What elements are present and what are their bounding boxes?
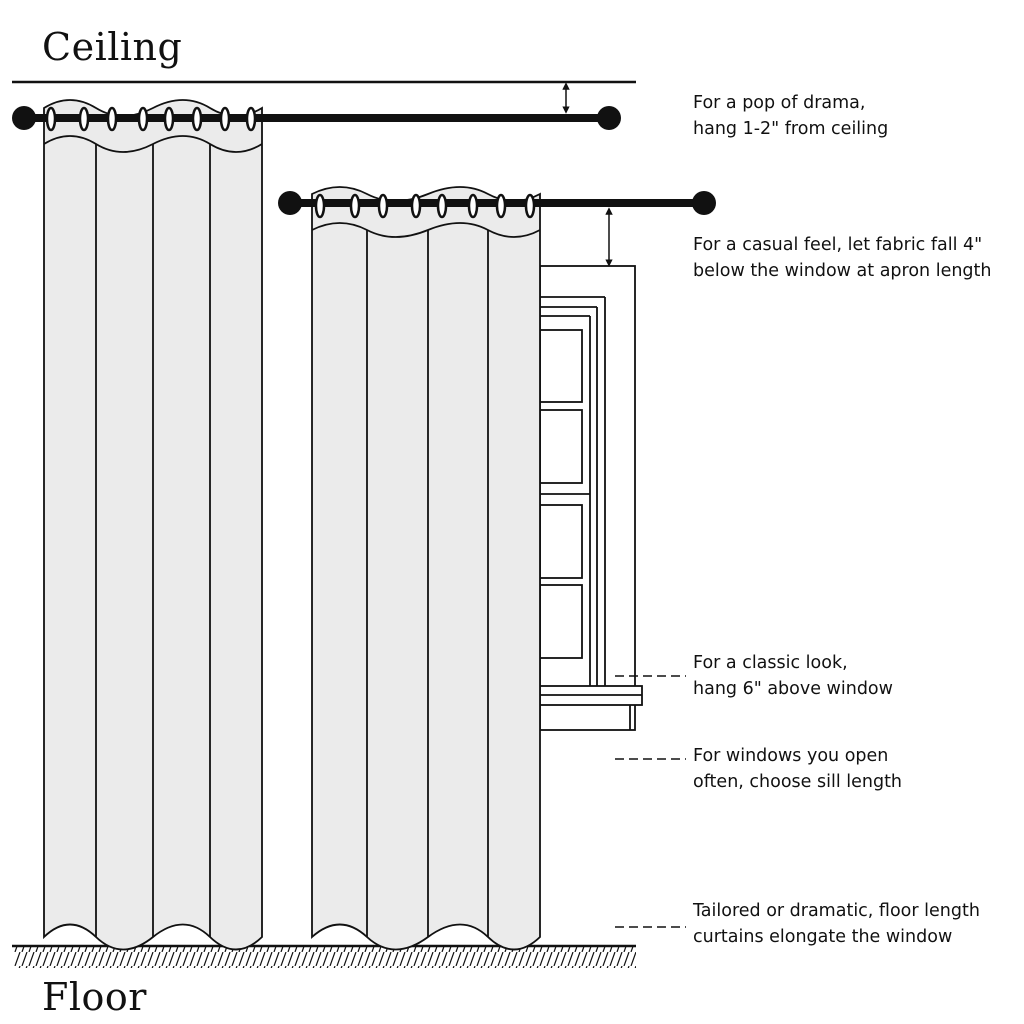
ceiling-label: Ceiling (42, 25, 183, 69)
tall-curtain (43, 99, 263, 951)
annotation-line: below the window at apron length (693, 261, 992, 281)
floor-line (12, 944, 636, 968)
annotation-line: hang 6" above window (693, 679, 893, 699)
annotation-ceiling-hang: For a pop of drama, hang 1-2" from ceili… (693, 90, 888, 142)
annotation-line: Tailored or dramatic, floor length (693, 901, 980, 921)
annotation-floor-length: Tailored or dramatic, floor length curta… (693, 898, 980, 950)
upper-curtain-rod (12, 106, 621, 130)
floor-label: Floor (42, 975, 147, 1019)
upper-grommets (45, 106, 257, 132)
annotation-classic-look: For a classic look, hang 6" above window (693, 650, 893, 702)
annotation-apron-length: For a casual feel, let fabric fall 4" be… (693, 232, 992, 284)
annotation-line: often, choose sill length (693, 772, 903, 792)
window (539, 265, 643, 731)
annotation-line: For a classic look, (693, 653, 848, 673)
annotation-line: For a casual feel, let fabric fall 4" (693, 235, 983, 255)
annotation-line: For windows you open (693, 746, 889, 766)
annotation-sill-length: For windows you open often, choose sill … (693, 743, 902, 795)
annotation-line: For a pop of drama, (693, 93, 866, 113)
apron-curtain (311, 186, 541, 951)
annotation-line: curtains elongate the window (693, 927, 953, 947)
lower-grommets (314, 193, 536, 219)
annotation-line: hang 1-2" from ceiling (693, 119, 889, 139)
